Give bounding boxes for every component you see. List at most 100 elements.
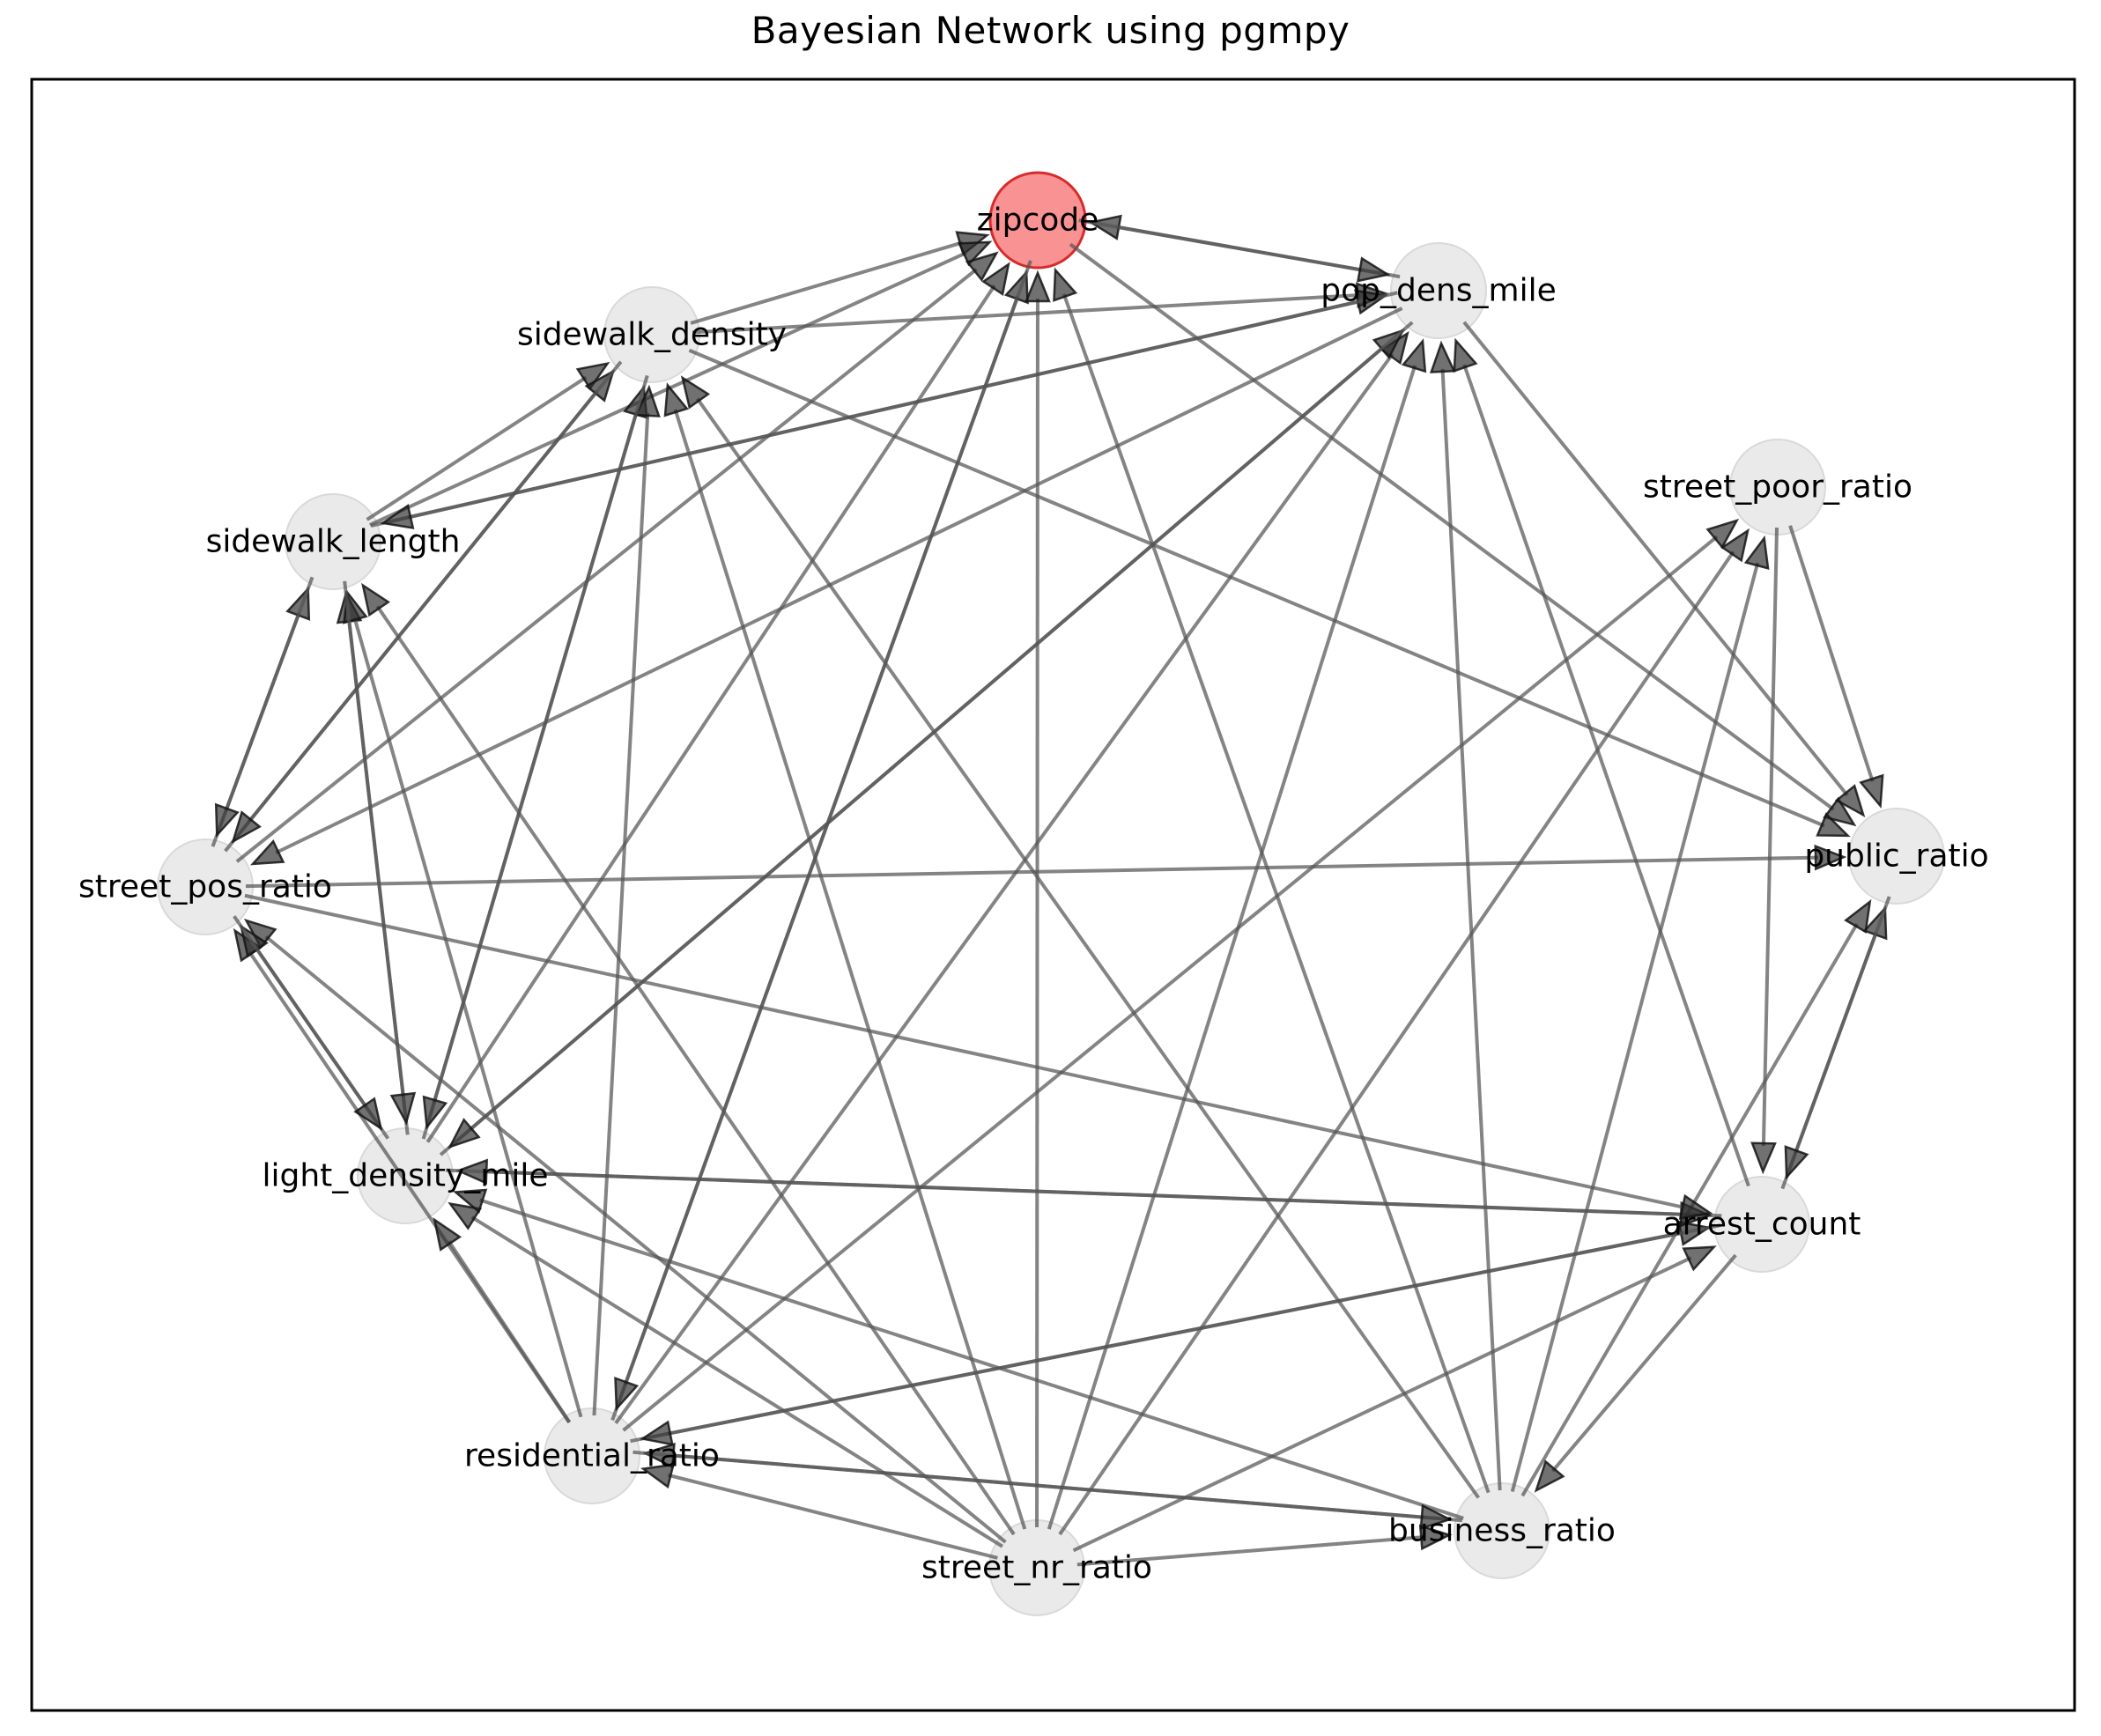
node-circle-public_ratio: [1848, 808, 1945, 905]
edge-light_density_mile-to-arrest_count: [446, 1168, 1684, 1216]
arrowhead-street_nr_ratio-to-pop_dens_mile: [1401, 338, 1427, 373]
arrowhead-street_nr_ratio-to-business_ratio: [1418, 1524, 1453, 1551]
node-label-zipcode: zipcode: [977, 203, 1099, 239]
edge-street_pos_ratio-to-public_ratio: [245, 855, 1819, 889]
node-label-public_ratio: public_ratio: [1804, 838, 1988, 875]
arrowhead-street_poor_ratio-to-arrest_count: [1750, 1141, 1777, 1175]
plot-frame: [30, 78, 2076, 1712]
node-label-sidewalk_length: sidewalk_length: [206, 524, 461, 560]
arrowhead-street_pos_ratio-to-zipcode: [965, 251, 999, 282]
edge-street_nr_ratio-to-residential_ratio: [667, 1473, 998, 1560]
edge-street_nr_ratio-to-zipcode: [1035, 298, 1039, 1528]
edge-street_nr_ratio-to-sidewalk_density: [673, 409, 1027, 1530]
arrowhead-zipcode-to-residential_ratio: [614, 1376, 640, 1412]
edge-sidewalk_density-to-light_density_mile: [432, 374, 649, 1104]
node-label-sidewalk_density: sidewalk_density: [517, 317, 787, 353]
arrowhead-sidewalk_length-to-zipcode: [957, 240, 993, 267]
arrowhead-pop_dens_mile-to-street_pos_ratio: [250, 839, 285, 866]
edge-residential_ratio-to-business_ratio: [633, 1450, 1425, 1519]
edge-arrest_count-to-business_ratio: [1551, 1253, 1737, 1473]
arrowhead-street_nr_ratio-to-light_density_mile: [448, 1201, 483, 1230]
edge-layer: [211, 214, 1891, 1567]
edge-light_density_mile-to-zipcode: [425, 284, 996, 1143]
arrowhead-pop_dens_mile-to-public_ratio: [1834, 784, 1866, 817]
edge-street_nr_ratio-to-pop_dens_mile: [1047, 365, 1417, 1530]
arrowhead-residential_ratio-to-street_poor_ratio: [1705, 518, 1740, 550]
node-circle-arrest_count: [1713, 1176, 1810, 1273]
node-circle-residential_ratio: [544, 1407, 640, 1504]
edge-street_nr_ratio-to-business_ratio: [1076, 1535, 1424, 1567]
arrowhead-sidewalk_length-to-sidewalk_density: [575, 361, 610, 391]
arrowhead-pop_dens_mile-to-sidewalk_length: [380, 504, 415, 530]
arrowhead-residential_ratio-to-light_density_mile: [433, 1217, 462, 1252]
arrowhead-business_ratio-to-zipcode: [1053, 267, 1078, 302]
node-circle-business_ratio: [1454, 1482, 1550, 1579]
edge-street_pos_ratio-to-light_density_mile: [233, 915, 368, 1109]
edge-public_ratio-to-arrest_count: [1794, 896, 1891, 1154]
edge-residential_ratio-to-pop_dens_mile: [614, 352, 1395, 1424]
edge-business_ratio-to-street_poor_ratio: [1510, 562, 1760, 1493]
arrowhead-sidewalk_density-to-street_pos_ratio: [231, 810, 262, 844]
edge-residential_ratio-to-street_poor_ratio: [622, 535, 1719, 1432]
edge-sidewalk_length-to-street_pos_ratio: [224, 576, 314, 812]
edge-sidewalk_length-to-sidewalk_density: [366, 375, 588, 521]
figure-title: Bayesian Network using pgmpy: [751, 9, 1350, 52]
arrowhead-street_pos_ratio-to-public_ratio: [1814, 844, 1847, 871]
arrowhead-sidewalk_length-to-street_pos_ratio: [214, 802, 240, 838]
arrowhead-residential_ratio-to-business_ratio: [1419, 1503, 1454, 1531]
edge-sidewalk_length-to-light_density_mile: [343, 580, 405, 1097]
arrowhead-business_ratio-to-public_ratio: [1844, 898, 1872, 934]
node-label-arrest_count: arrest_count: [1663, 1207, 1861, 1243]
edge-business_ratio-to-zipcode: [1062, 293, 1491, 1494]
arrowhead-light_density_mile-to-zipcode: [981, 262, 1010, 296]
arrowhead-street_nr_ratio-to-residential_ratio: [640, 1463, 676, 1489]
arrowhead-street_pos_ratio-to-light_density_mile: [353, 1097, 383, 1131]
edge-sidewalk_density-to-street_pos_ratio: [248, 360, 623, 824]
node-label-street_pos_ratio: street_pos_ratio: [78, 869, 332, 905]
edge-street_nr_ratio-to-sidewalk_length: [375, 605, 1016, 1536]
edge-sidewalk_density-to-zipcode: [690, 240, 964, 325]
node-circle-sidewalk_length: [285, 493, 381, 590]
arrowhead-sidewalk_length-to-light_density_mile: [389, 1091, 417, 1126]
edge-arrest_count-to-residential_ratio: [667, 1223, 1721, 1436]
node-label-pop_dens_mile: pop_dens_mile: [1321, 273, 1557, 309]
arrowhead-business_ratio-to-sidewalk_density: [680, 375, 711, 410]
arrowhead-sidewalk_density-to-light_density_mile: [422, 1095, 448, 1130]
edge-street_nr_ratio-to-arrest_count: [1072, 1256, 1692, 1553]
arrowhead-street_pos_ratio-to-arrest_count: [1678, 1193, 1713, 1220]
node-circle-pop_dens_mile: [1390, 242, 1487, 339]
edge-zipcode-to-residential_ratio: [623, 260, 1032, 1385]
edge-street_nr_ratio-to-street_pos_ratio: [264, 934, 1007, 1544]
arrowhead-business_ratio-to-pop_dens_mile: [1429, 340, 1456, 373]
edge-business_ratio-to-sidewalk_density: [695, 397, 1480, 1499]
edge-street_nr_ratio-to-street_poor_ratio: [1058, 550, 1735, 1536]
arrowhead-arrest_count-to-business_ratio: [1534, 1459, 1565, 1493]
edge-pop_dens_mile-to-light_density_mile: [468, 321, 1414, 1132]
node-label-street_nr_ratio: street_nr_ratio: [921, 1550, 1152, 1586]
arrowhead-street_nr_ratio-to-zipcode: [1025, 270, 1051, 303]
edge-zipcode-to-public_ratio: [1069, 242, 1835, 811]
edge-pop_dens_mile-to-street_pos_ratio: [275, 307, 1403, 855]
node-label-street_poor_ratio: street_poor_ratio: [1643, 469, 1912, 506]
arrowhead-pop_dens_mile-to-light_density_mile: [448, 1118, 481, 1149]
edge-pop_dens_mile-to-public_ratio: [1462, 321, 1849, 797]
edge-street_pos_ratio-to-zipcode: [235, 268, 978, 863]
arrowhead-street_nr_ratio-to-street_poor_ratio: [1720, 528, 1750, 563]
edge-zipcode-to-pop_dens_mile: [1078, 218, 1364, 272]
edge-residential_ratio-to-sidewalk_density: [592, 412, 650, 1416]
edge-sidewalk_density-to-pop_dens_mile: [692, 292, 1361, 335]
arrowhead-public_ratio-to-arrest_count: [1784, 1145, 1809, 1180]
arrowhead-zipcode-to-pop_dens_mile: [1356, 256, 1391, 283]
arrowhead-residential_ratio-to-sidewalk_density: [634, 384, 661, 417]
arrowhead-sidewalk_density-to-public_ratio: [1816, 812, 1851, 838]
edge-street_poor_ratio-to-public_ratio: [1788, 525, 1875, 782]
edge-business_ratio-to-pop_dens_mile: [1440, 368, 1502, 1491]
arrowhead-business_ratio-to-light_density_mile: [452, 1188, 488, 1214]
arrowhead-arrest_count-to-pop_dens_mile: [1453, 337, 1478, 373]
node-label-residential_ratio: residential_ratio: [464, 1438, 720, 1474]
edge-business_ratio-to-light_density_mile: [479, 1198, 1464, 1520]
edge-street_poor_ratio-to-arrest_count: [1761, 527, 1779, 1147]
label-layer: zipcode pop_dens_mile sidewalk_densitystre…: [78, 203, 1989, 1586]
node-label-light_density_mile: light_density_mile: [262, 1158, 548, 1194]
